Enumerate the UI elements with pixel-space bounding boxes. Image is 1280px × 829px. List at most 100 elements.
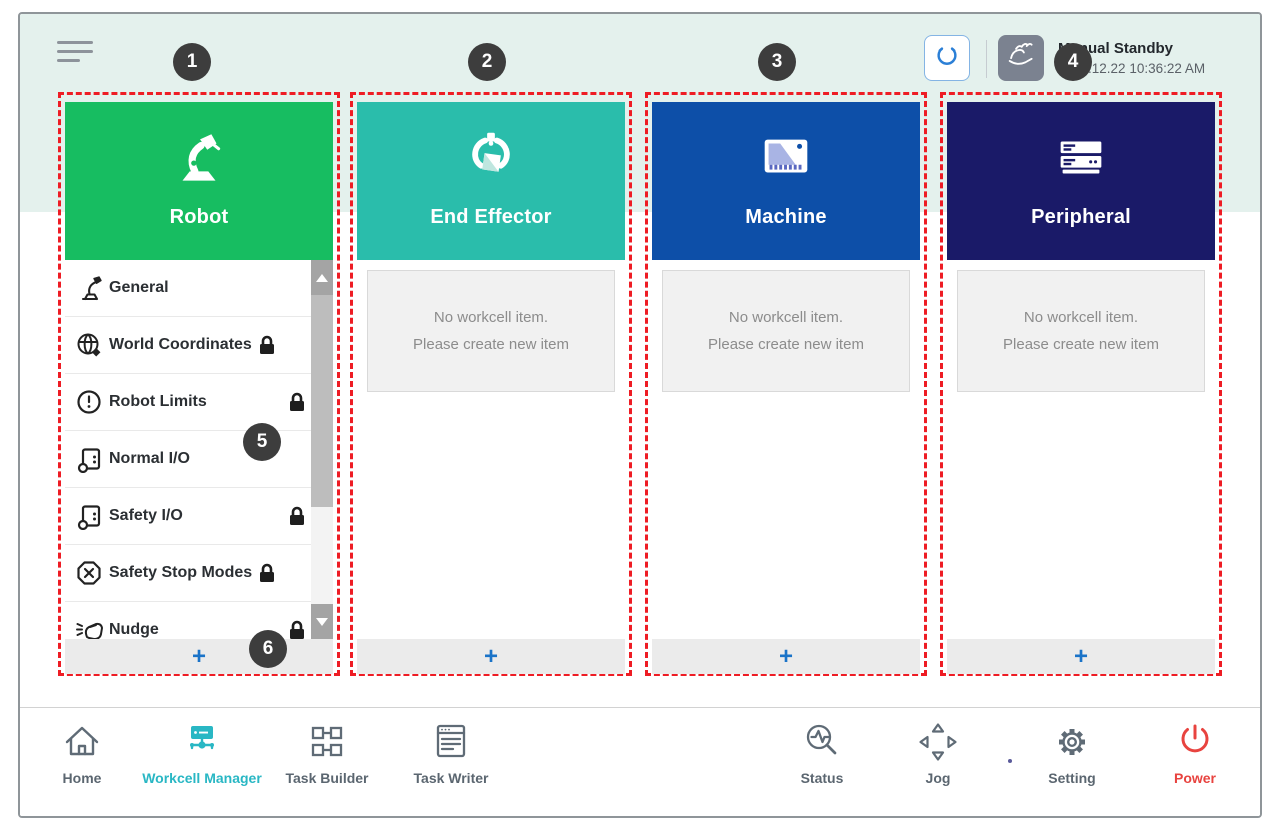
manual-mode-button[interactable] <box>998 35 1044 81</box>
jog-icon <box>916 718 960 766</box>
plus-icon: + <box>191 642 206 670</box>
list-item-normal-io[interactable]: Normal I/O <box>65 431 333 488</box>
machine-column: Machine No workcell item. Please create … <box>652 102 920 674</box>
add-peripheral-item-button[interactable]: + <box>947 639 1215 674</box>
list-item-general[interactable]: General <box>65 260 333 317</box>
scroll-up-button[interactable] <box>311 260 333 295</box>
annotation-badge-4: 4 <box>1054 43 1092 81</box>
plus-icon: + <box>778 642 793 670</box>
safety-stop-icon <box>75 559 109 587</box>
machine-item-list: No workcell item. Please create new item <box>652 260 920 639</box>
empty-line-1: No workcell item. <box>728 309 844 326</box>
scrollbar-thumb[interactable] <box>311 295 333 507</box>
empty-state: No workcell item. Please create new item <box>367 270 615 392</box>
list-item-label: General <box>109 279 169 296</box>
gripper-icon <box>357 126 625 188</box>
nav-task-writer[interactable]: Task Writer <box>386 718 516 786</box>
nav-setting[interactable]: Setting <box>1007 718 1137 786</box>
robot-column-title: Robot <box>169 206 229 228</box>
annotation-box-machine: Machine No workcell item. Please create … <box>645 92 927 676</box>
robot-arm-icon <box>65 126 333 192</box>
machine-icon <box>652 126 920 188</box>
nav-label: Task Writer <box>413 770 489 786</box>
annotation-badge-5: 5 <box>243 423 281 461</box>
power-icon <box>1173 718 1217 766</box>
lock-icon <box>287 391 307 413</box>
lock-icon <box>257 562 277 584</box>
status-timestamp: 2022.12.22 10:36:22 AM <box>1058 61 1206 76</box>
plus-icon: + <box>1073 642 1088 670</box>
status-icon <box>800 718 844 766</box>
peripheral-icon <box>947 126 1215 188</box>
list-item-safety-io[interactable]: Safety I/O <box>65 488 333 545</box>
end-effector-column-title: End Effector <box>430 206 552 228</box>
nav-power[interactable]: Power <box>1130 718 1260 786</box>
nav-label: Workcell Manager <box>142 770 262 786</box>
add-machine-item-button[interactable]: + <box>652 639 920 674</box>
empty-state: No workcell item. Please create new item <box>662 270 910 392</box>
list-item-label: Safety Stop Modes <box>109 564 253 581</box>
gripper-claw-icon <box>931 40 963 77</box>
task-writer-icon <box>429 718 473 766</box>
jog-indicator-dot <box>1008 759 1012 763</box>
hand-icon <box>1004 39 1038 78</box>
machine-column-header[interactable]: Machine <box>652 102 920 260</box>
nav-label: Home <box>62 770 102 786</box>
app-frame: Manual Standby 2022.12.22 10:36:22 AM <box>18 12 1262 818</box>
add-robot-item-button[interactable]: + <box>65 639 333 674</box>
scrollbar[interactable] <box>311 260 333 639</box>
nav-label: Status <box>800 770 844 786</box>
nav-status[interactable]: Status <box>757 718 887 786</box>
peripheral-column: Peripheral No workcell item. Please crea… <box>947 102 1215 674</box>
general-icon <box>75 274 109 302</box>
nav-home[interactable]: Home <box>20 718 147 786</box>
task-builder-icon <box>305 718 349 766</box>
peripheral-column-title: Peripheral <box>1031 206 1131 228</box>
annotation-badge-1: 1 <box>173 43 211 81</box>
empty-line-1: No workcell item. <box>1023 309 1139 326</box>
list-item-label: Normal I/O <box>109 450 190 467</box>
add-end-effector-item-button[interactable]: + <box>357 639 625 674</box>
robot-limits-icon <box>75 388 109 416</box>
list-item-label: Robot Limits <box>109 393 207 410</box>
peripheral-item-list: No workcell item. Please create new item <box>947 260 1215 639</box>
robot-gripper-button[interactable] <box>924 35 970 81</box>
nav-label: Jog <box>925 770 951 786</box>
plus-icon: + <box>483 642 498 670</box>
empty-state: No workcell item. Please create new item <box>957 270 1205 392</box>
list-item-safety-stop-modes[interactable]: Safety Stop Modes <box>65 545 333 602</box>
lock-icon <box>257 334 277 356</box>
annotation-box-robot: Robot General <box>58 92 340 676</box>
list-item-robot-limits[interactable]: Robot Limits <box>65 374 333 431</box>
menu-icon[interactable] <box>57 38 97 68</box>
workcell-manager-icon <box>180 718 224 766</box>
list-item-nudge[interactable]: Nudge <box>65 602 333 639</box>
empty-line-2: Please create new item <box>413 336 569 353</box>
lock-icon <box>287 619 307 639</box>
empty-line-1: No workcell item. <box>433 309 549 326</box>
gear-icon <box>1050 718 1094 766</box>
machine-column-title: Machine <box>745 206 827 228</box>
nudge-icon <box>75 616 109 639</box>
end-effector-item-list: No workcell item. Please create new item <box>357 260 625 639</box>
peripheral-column-header[interactable]: Peripheral <box>947 102 1215 260</box>
scroll-down-button[interactable] <box>311 604 333 639</box>
lock-icon <box>287 505 307 527</box>
annotation-badge-6: 6 <box>249 630 287 668</box>
nav-label: Power <box>1173 770 1216 786</box>
nav-label: Task Builder <box>285 770 369 786</box>
list-item-world-coordinates[interactable]: World Coordinates <box>65 317 333 374</box>
nav-label: Setting <box>1048 770 1096 786</box>
annotation-box-peripheral: Peripheral No workcell item. Please crea… <box>940 92 1222 676</box>
end-effector-column-header[interactable]: End Effector <box>357 102 625 260</box>
robot-column-header[interactable]: Robot <box>65 102 333 260</box>
empty-line-2: Please create new item <box>1003 336 1159 353</box>
nav-task-builder[interactable]: Task Builder <box>262 718 392 786</box>
empty-line-2: Please create new item <box>708 336 864 353</box>
annotation-badge-2: 2 <box>468 43 506 81</box>
nav-jog[interactable]: Jog <box>873 718 1003 786</box>
nav-workcell-manager[interactable]: Workcell Manager <box>137 718 267 786</box>
io-icon <box>75 502 109 530</box>
list-item-label: World Coordinates <box>109 336 252 353</box>
